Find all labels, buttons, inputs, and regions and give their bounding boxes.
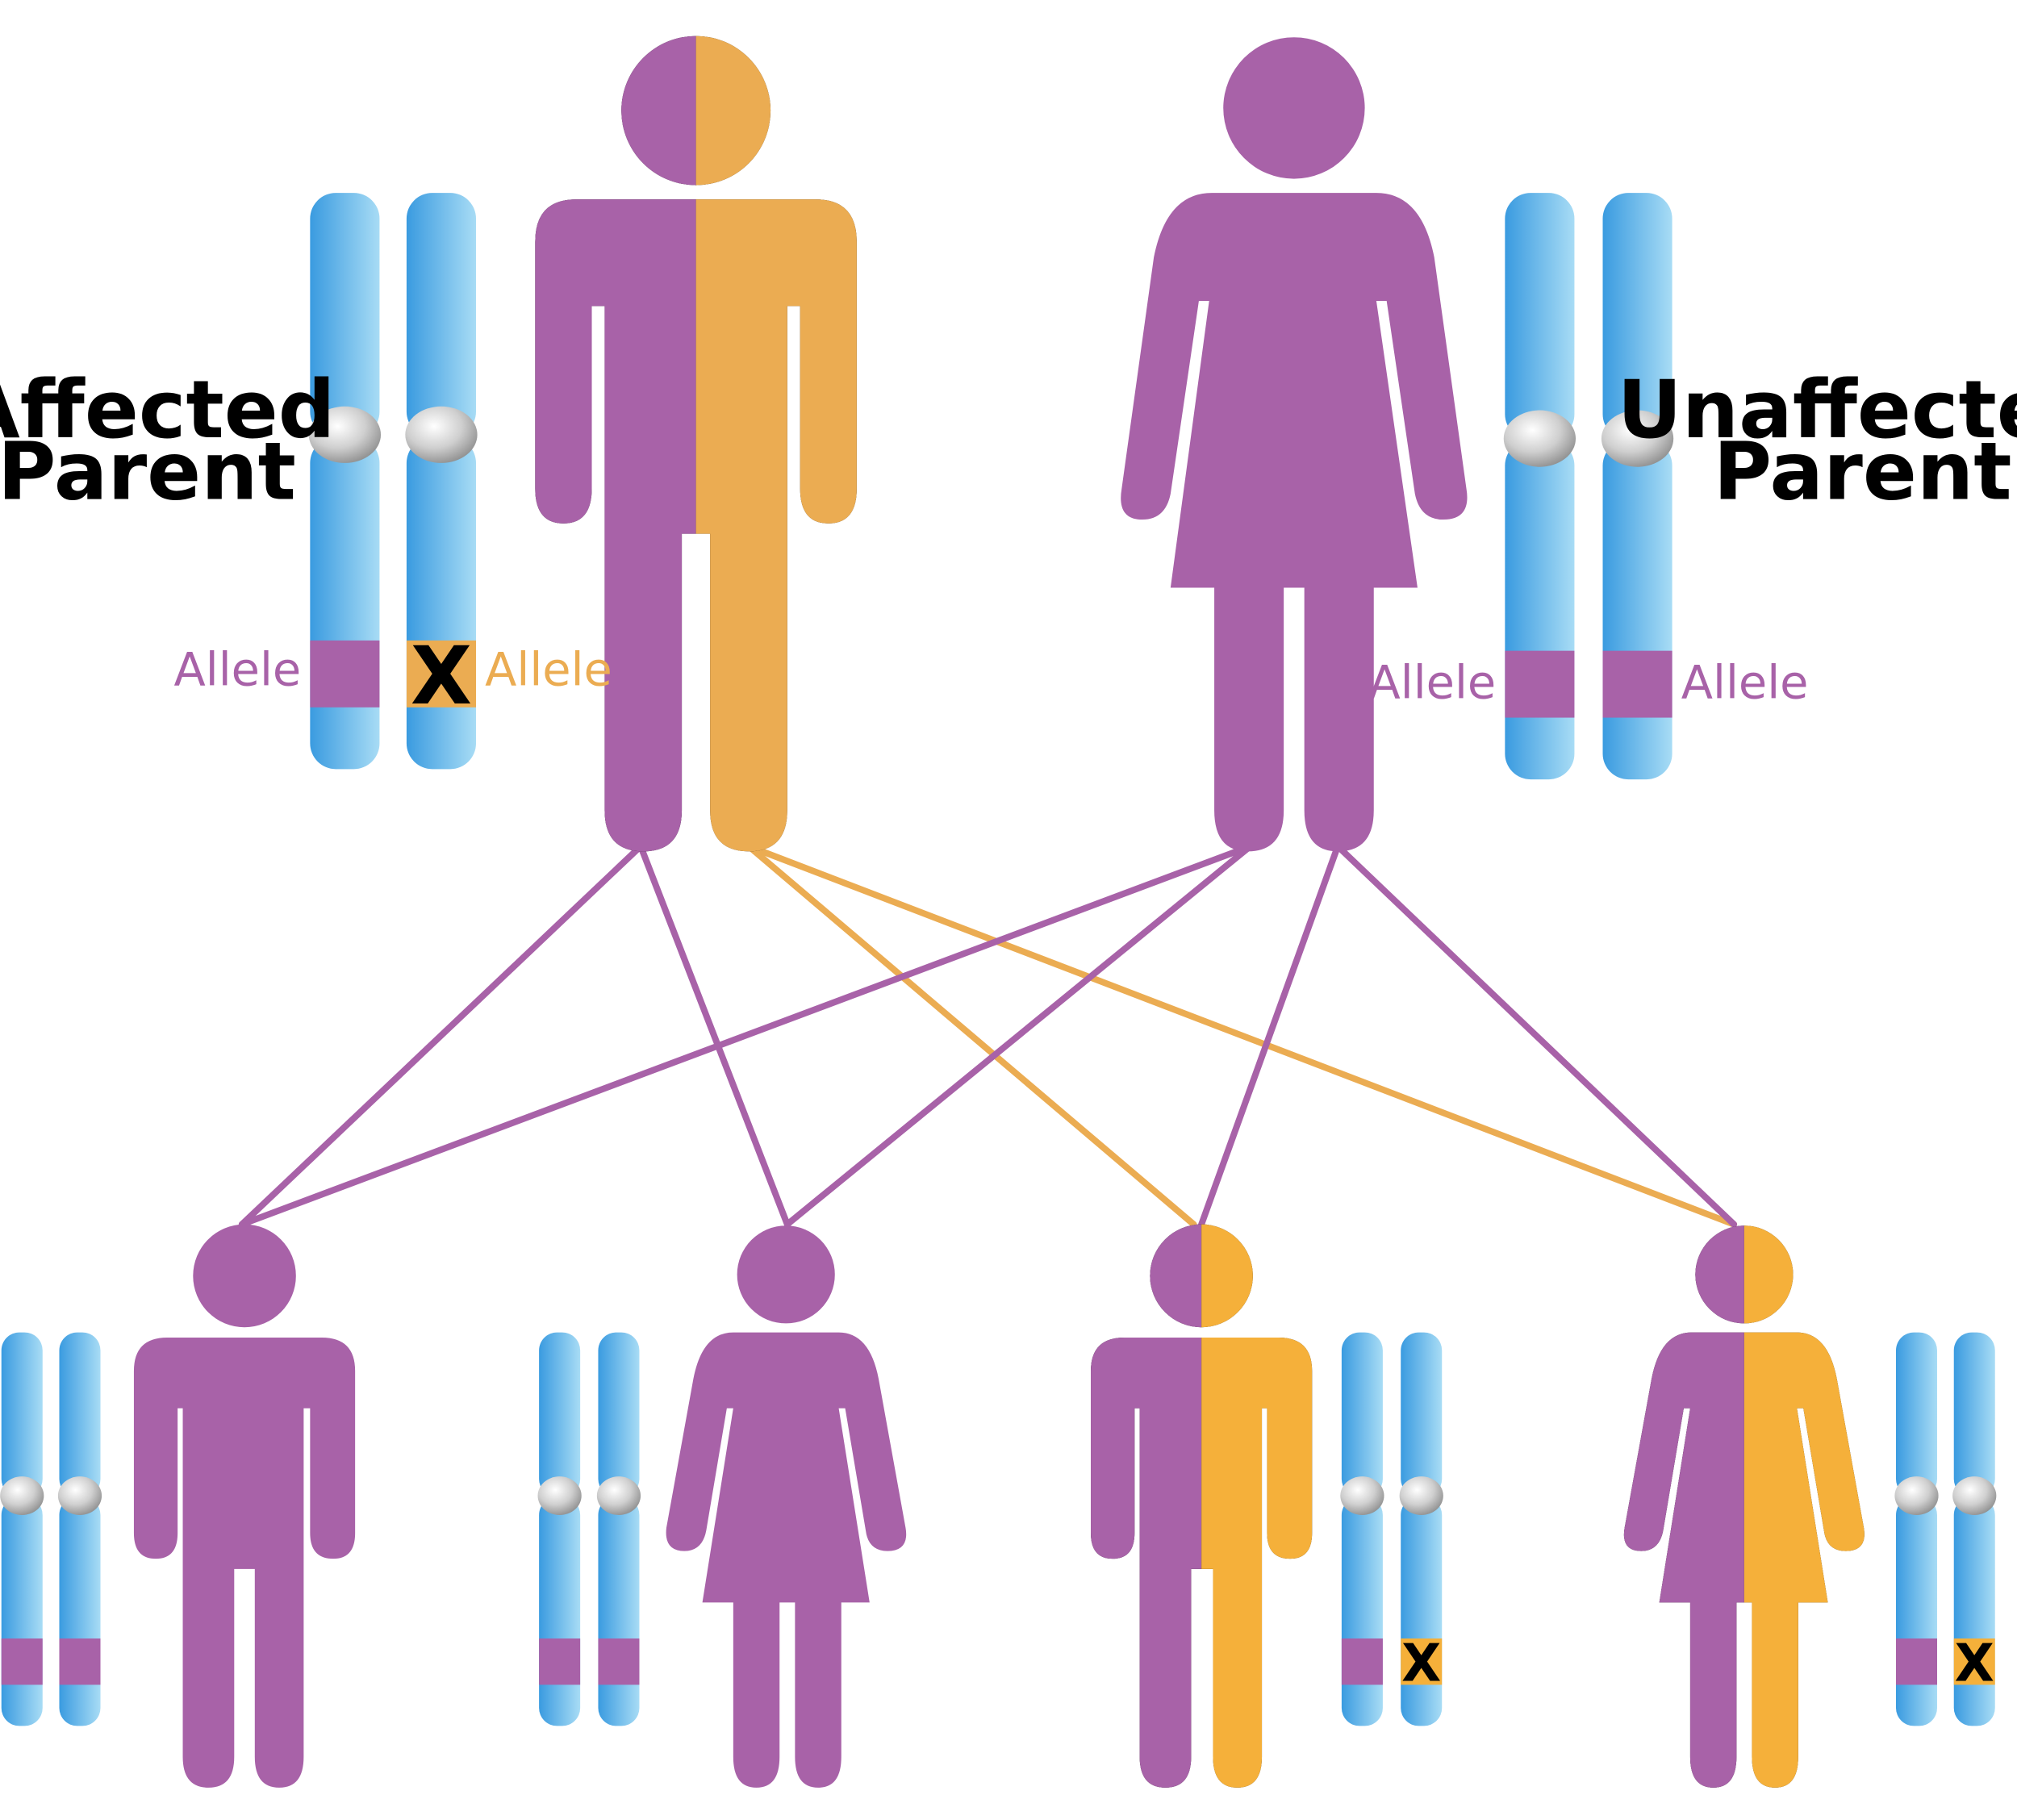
unaffected-parent-figure xyxy=(1121,37,1468,852)
affected-parent-chromosome-1 xyxy=(308,193,382,770)
child-2-chromosome-2 xyxy=(596,1332,641,1726)
inheritance-lines xyxy=(238,842,1738,1228)
affected-parent-label-line2: Parent xyxy=(0,426,296,519)
line-affected-mutant-to-child3 xyxy=(745,842,1197,1228)
mutation-mark: X xyxy=(1955,1634,1994,1694)
unaffected-parent-label-line2: Parent xyxy=(1714,426,2012,519)
line-affected-normal-to-child2 xyxy=(637,842,791,1228)
child-4-figure xyxy=(1623,1225,1865,1788)
allele-label-affected-mutant: Allele xyxy=(485,643,612,697)
allele-label-unaffected-2: Allele xyxy=(1681,656,1809,710)
child-3-chromosome-2: X xyxy=(1399,1332,1443,1726)
affected-parent-figure xyxy=(535,35,857,852)
unaffected-parent-chromosome-1 xyxy=(1503,193,1576,780)
line-affected-mutant-to-child4 xyxy=(745,842,1738,1228)
unaffected-parent-chromosome-2 xyxy=(1601,193,1674,780)
child-1-chromosome-1 xyxy=(0,1332,44,1726)
child-4-chromosome-2: X xyxy=(1952,1332,1997,1726)
child-2-figure xyxy=(666,1225,907,1788)
line-unaffected-allele1-to-child1 xyxy=(238,842,1254,1228)
child-4-chromosomes: X xyxy=(1894,1332,1997,1726)
mutation-mark: X xyxy=(411,630,472,723)
child-2-chromosomes xyxy=(537,1332,641,1726)
line-unaffected-allele2-to-child3 xyxy=(1198,842,1342,1228)
line-unaffected-allele2-to-child4 xyxy=(1334,842,1738,1228)
child-3-chromosome-1 xyxy=(1340,1332,1384,1726)
child-1-chromosomes xyxy=(0,1332,102,1726)
child-3-figure xyxy=(1091,1224,1313,1788)
child-3-chromosomes: X xyxy=(1340,1332,1443,1726)
child-1-figure xyxy=(133,1224,356,1788)
line-affected-normal-to-child1 xyxy=(238,842,645,1228)
unaffected-parent-label-line1: Unaffected xyxy=(1618,364,2017,457)
allele-label-affected-normal: Allele xyxy=(174,643,302,697)
unaffected-parent-chromosomes xyxy=(1503,193,1674,780)
allele-label-unaffected-1: Allele xyxy=(1369,656,1497,710)
child-2-chromosome-1 xyxy=(537,1332,582,1726)
mutation-mark: X xyxy=(1401,1634,1441,1694)
affected-parent-chromosome-2: X xyxy=(405,193,478,770)
affected-parent-label-line1: Affected xyxy=(0,364,335,457)
child-1-chromosome-2 xyxy=(57,1332,102,1726)
child-4-chromosome-1 xyxy=(1894,1332,1939,1726)
affected-parent-chromosomes: X xyxy=(308,193,478,770)
line-unaffected-allele1-to-child2 xyxy=(783,842,1254,1228)
